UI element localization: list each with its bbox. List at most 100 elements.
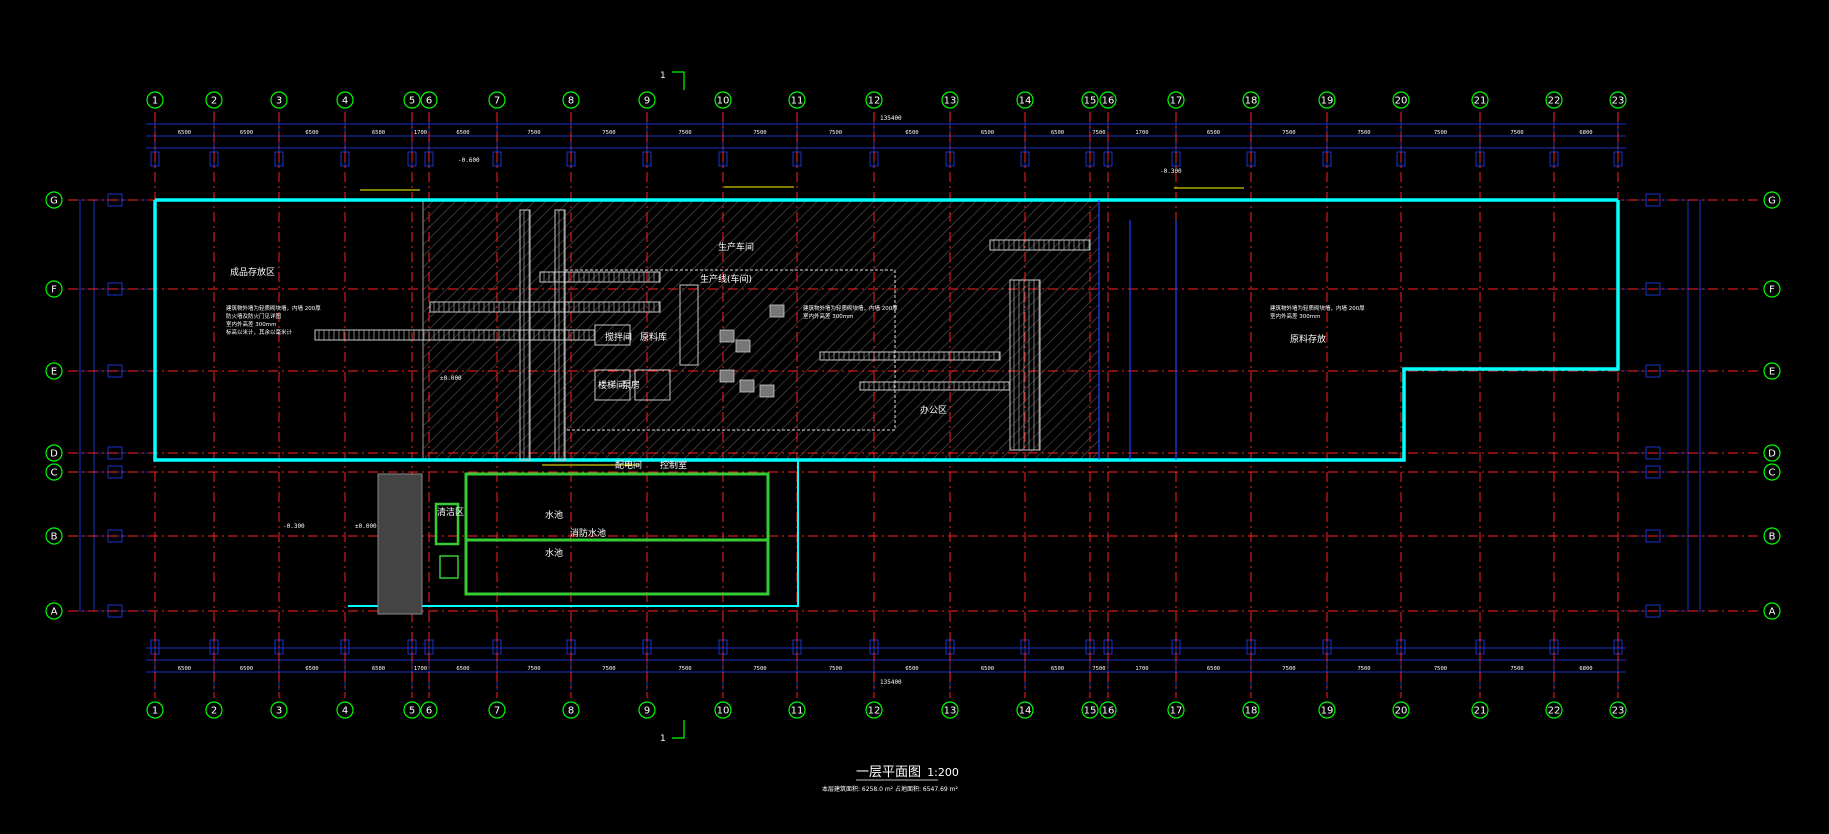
bubble-bottom-14-circle: [1016, 701, 1034, 719]
row-mark-r-3: [1645, 446, 1661, 460]
bubble-bottom-17-circle: [1167, 701, 1185, 719]
bubble-right-F-circle: [1763, 280, 1781, 298]
bubble-bottom-2-label: 2: [211, 706, 217, 717]
room-tank: 消防水池: [570, 527, 606, 539]
row-mark-r-5: [1645, 529, 1661, 543]
bubble-bottom-9-label: 9: [644, 706, 650, 717]
bubble-top-23-label: 23: [1612, 96, 1625, 107]
bubble-top-11-label: 11: [791, 96, 804, 107]
machine-unit-3: [739, 379, 755, 393]
bubble-bottom-16-circle: [1099, 701, 1117, 719]
room-production: 生产车间: [718, 241, 754, 253]
bubble-top-22-circle: [1545, 91, 1563, 109]
level-4: ±0.000: [355, 523, 377, 530]
note-7: 建筑物外墙为轻质砌块墙，内墙 200厚: [1270, 304, 1365, 312]
room-pool-1: 水池: [545, 509, 563, 521]
production-room-outline: [564, 269, 896, 431]
mixer-box: [594, 324, 631, 346]
dim-span-bottom-1: 6500: [240, 666, 253, 672]
bubble-top-1-label: 1: [152, 96, 158, 107]
dim-span-top-20: 7500: [1510, 130, 1523, 136]
pool-outer: [464, 472, 770, 596]
dim-span-bottom-15: 1700: [1135, 666, 1148, 672]
bubble-top-5-circle: [403, 91, 421, 109]
bubble-left-B-label: B: [51, 532, 58, 543]
bubble-bottom-11-label: 11: [791, 706, 804, 717]
bubble-top-6-label: 6: [426, 96, 432, 107]
conveyor-mid: [429, 301, 661, 313]
bubble-top-7-circle: [488, 91, 506, 109]
bubble-bottom-4-label: 4: [342, 706, 348, 717]
bubble-top-8-label: 8: [568, 96, 574, 107]
dim-span-top-12: 6500: [981, 130, 994, 136]
bubble-right-A-label: A: [1769, 607, 1776, 618]
dim-span-bottom-18: 7500: [1357, 666, 1370, 672]
bubble-top-22-label: 22: [1548, 96, 1561, 107]
pool-side-box: [434, 502, 460, 546]
bubble-bottom-1-label: 1: [152, 706, 158, 717]
dim-span-bottom-12: 6500: [981, 666, 994, 672]
row-mark-r-1: [1645, 282, 1661, 296]
machine-unit-0: [719, 329, 735, 343]
dim-span-top-16: 6500: [1207, 130, 1220, 136]
bubble-top-1-circle: [146, 91, 164, 109]
bubble-left-G-circle: [45, 191, 63, 209]
dim-span-bottom-2: 6500: [305, 666, 318, 672]
dim-span-top-7: 7500: [602, 130, 615, 136]
bubble-top-14-label: 14: [1019, 96, 1032, 107]
bubble-left-B-circle: [45, 527, 63, 545]
machine-unit-1: [735, 339, 751, 353]
bubble-bottom-14-label: 14: [1019, 706, 1032, 717]
bubble-top-5-label: 5: [409, 96, 415, 107]
bubble-top-6-circle: [420, 91, 438, 109]
room-raw-storage: 原料存放: [1290, 333, 1326, 345]
bubble-bottom-16-label: 16: [1102, 706, 1115, 717]
conveyor-right-top: [989, 239, 1091, 251]
bubble-right-G-circle: [1763, 191, 1781, 209]
bubble-top-14-circle: [1016, 91, 1034, 109]
bubble-bottom-22-label: 22: [1548, 706, 1561, 717]
bubble-right-D-circle: [1763, 444, 1781, 462]
row-mark-r-6: [1645, 604, 1661, 618]
wall-left-lower: [153, 200, 799, 462]
bubble-bottom-21-circle: [1471, 701, 1489, 719]
bubble-top-16-label: 16: [1102, 96, 1115, 107]
dim-span-top-8: 7500: [678, 130, 691, 136]
bubble-bottom-5-circle: [403, 701, 421, 719]
bubble-bottom-8-label: 8: [568, 706, 574, 717]
bubble-left-F-circle: [45, 280, 63, 298]
note-1: 建筑物外墙为轻质砌块墙，内墙 200厚: [226, 304, 321, 312]
note-6: 室内外高差 300mm: [803, 312, 853, 320]
bubble-top-2-circle: [205, 91, 223, 109]
bubble-left-F-label: F: [51, 285, 57, 296]
dim-span-top-10: 7500: [829, 130, 842, 136]
bubble-bottom-12-label: 12: [868, 706, 881, 717]
bubble-right-E-circle: [1763, 362, 1781, 380]
bubble-right-G-label: G: [1768, 196, 1776, 207]
overall-dimension-top: 135400: [880, 115, 902, 122]
dim-span-bottom-20: 7500: [1510, 666, 1523, 672]
dim-span-top-21: 6800: [1579, 130, 1592, 136]
dim-span-bottom-6: 7500: [527, 666, 540, 672]
bubble-bottom-11-circle: [788, 701, 806, 719]
bubble-left-E-label: E: [51, 367, 57, 378]
bubble-left-C-label: C: [51, 468, 58, 479]
dim-span-top-9: 7500: [753, 130, 766, 136]
section-mark-top: 1: [660, 71, 666, 81]
dim-span-bottom-5: 6500: [456, 666, 469, 672]
bubble-bottom-15-circle: [1081, 701, 1099, 719]
machine-unit-4: [759, 384, 775, 398]
production-equipment: [314, 209, 1091, 461]
room-a: 配电间: [615, 459, 642, 471]
bubble-top-20-label: 20: [1395, 96, 1408, 107]
bubble-right-B-circle: [1763, 527, 1781, 545]
note-2: 防火墙及防火门见详图: [226, 312, 282, 320]
bubble-left-D-circle: [45, 444, 63, 462]
bubble-bottom-6-circle: [420, 701, 438, 719]
room-finished-goods: 成品存放区: [230, 266, 275, 278]
note-4: 标高以米计，其余以毫米计: [226, 328, 293, 336]
level-2: -0.300: [283, 523, 305, 530]
bubble-top-18-circle: [1242, 91, 1260, 109]
bubble-top-9-circle: [638, 91, 656, 109]
